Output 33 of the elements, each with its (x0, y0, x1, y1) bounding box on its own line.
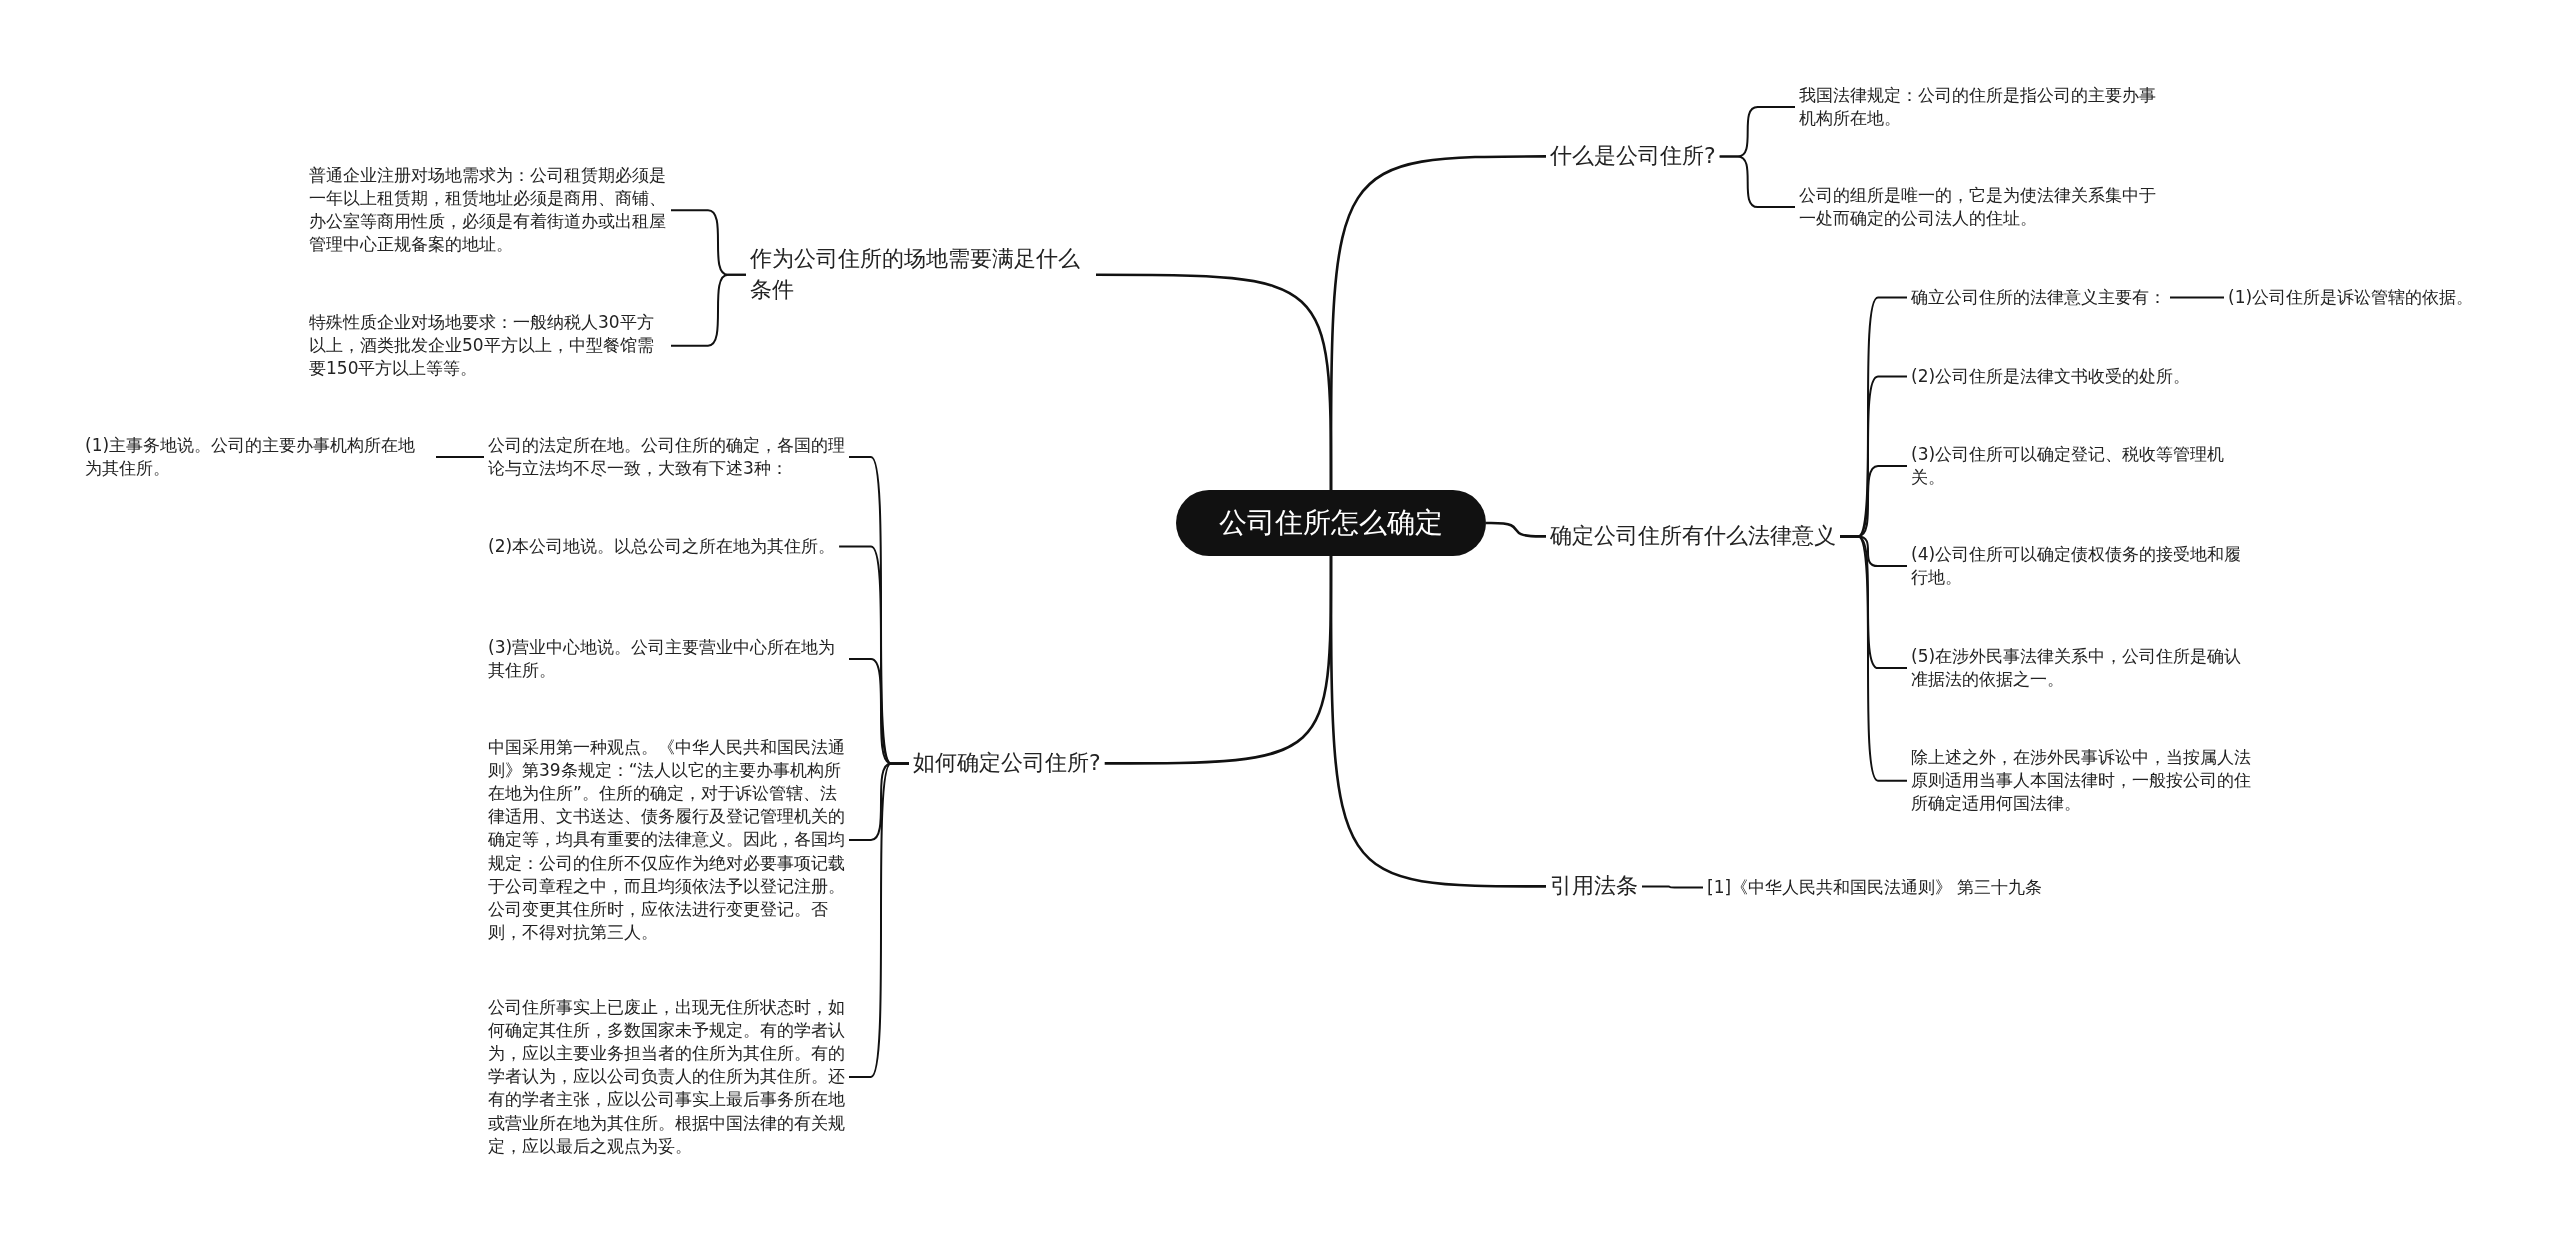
connector-line (1486, 521, 1546, 538)
note-text: (5)在涉外民事法律关系中，公司住所是确认准据法的依据之一。 (1907, 645, 2257, 692)
topic-text: 引用法条 (1546, 871, 1642, 902)
note-text: [1]《中华人民共和国民法通则》 第三十九条 (1703, 876, 2047, 900)
note-text: (2)本公司地说。以总公司之所在地为其住所。 (484, 535, 840, 559)
connector-line (435, 456, 485, 459)
connector-line (670, 273, 747, 347)
note-text: (4)公司住所可以确定债权债务的接受地和履行地。 (1907, 543, 2257, 590)
note-text: (3)公司住所可以确定登记、税收等管理机关。 (1907, 443, 2257, 490)
note-text: 除上述之外，在涉外民事诉讼中，当按属人法原则适用当事人本国法律时，一般按公司的住所确定适用何国法律。 (1907, 746, 2269, 816)
connector-line (1718, 155, 1796, 209)
note-text: 公司住所事实上已废止，出现无住所状态时，如何确定其住所，多数国家未予规定。有的学者认为，应以主要业务担当者的住所为其住所。有的学者认为，应以公司负责人的住所为其住所。还有的学者主张，应以公司事实上最后事务所在地或营业所在地为其住所。根据中国法律的有关规定，应以最后之观点为妥。 (484, 996, 849, 1158)
topic-text: 如何确定公司住所? (909, 748, 1105, 779)
connector-line (1104, 556, 1333, 765)
note-text: (1)公司住所是诉讼管辖的依据。 (2224, 286, 2478, 310)
note-text: 公司的法定所在地。公司住所的确定，各国的理论与立法均不尽一致，大致有下述3种： (484, 434, 849, 481)
note-text: 确立公司住所的法律意义主要有： (1907, 286, 2170, 310)
connector-line (1096, 273, 1333, 490)
note-text: (2)公司住所是法律文书收受的处所。 (1907, 365, 2195, 389)
note-text: (1)主事务地说。公司的主要办事机构所在地为其住所。 (81, 434, 436, 481)
note-text: 中国采用第一种观点。《中华人民共和国民法通则》第39条规定：“法人以它的主要办事机构所在地为住所”。住所的确定，对于诉讼管辖、法律适用、文书送达、债务履行及登记管理机关的确定等，均具有重要的法律意义。因此，各国均规定：公司的住所不仅应作为绝对必要事项记载于公司章程之中，而且均须依法予以登记注册。公司变更其住所时，应依法进行变更登记。否则，不得对抗第三人。 (484, 736, 849, 944)
note-text: 公司的组所是唯一的，它是为使法律关系集中于一处而确定的公司法人的住址。 (1795, 184, 2165, 231)
topic-text: 作为公司住所的场地需要满足什么条件 (746, 244, 1096, 306)
note-text: 特殊性质企业对场地要求：一般纳税人30平方以上，酒类批发企业50平方以上，中型餐馆需要150平方以上等等。 (305, 311, 671, 381)
connector-line (2169, 296, 2225, 299)
note-text: 普通企业注册对场地需求为：公司租赁期必须是一年以上租赁期，租赁地址必须是商用、商铺、办公室等商用性质，必须是有着街道办或出租屋管理中心正规备案的地址。 (305, 164, 671, 257)
topic-text: 什么是公司住所? (1546, 141, 1720, 172)
central-topic: 公司住所怎么确定 (1176, 490, 1486, 556)
note-text: 我国法律规定：公司的住所是指公司的主要办事机构所在地。 (1795, 84, 2165, 131)
connector-line (1641, 885, 1704, 889)
note-text: (3)营业中心地说。公司主要营业中心所在地为其住所。 (484, 636, 849, 683)
topic-text: 确定公司住所有什么法律意义 (1546, 521, 1840, 552)
connector-line (1839, 535, 1908, 782)
